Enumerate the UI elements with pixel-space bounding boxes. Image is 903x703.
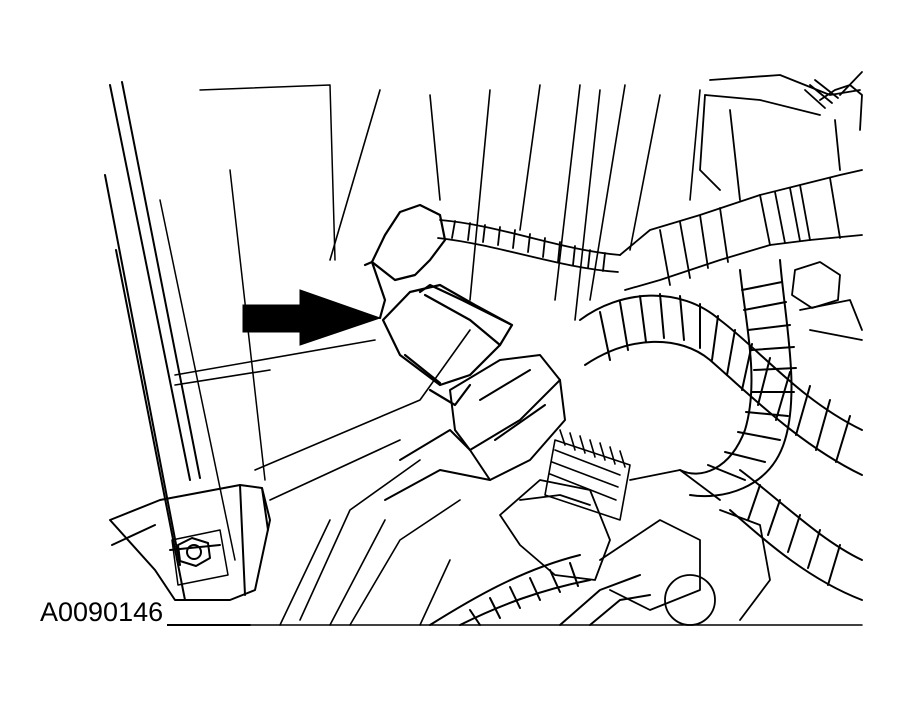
threaded-stud — [544, 429, 631, 521]
upper-right-housing — [699, 71, 863, 201]
corrugated-hoses — [429, 259, 863, 626]
hex-bolt — [171, 529, 229, 586]
figure-id-label: A0090146 — [40, 597, 168, 628]
arrow-icon — [242, 289, 382, 346]
wiring-harness-upper — [437, 169, 863, 291]
electrical-connector — [363, 203, 514, 407]
engine-body-panels — [174, 84, 701, 626]
sensor-body — [384, 354, 566, 501]
right-nut-assembly — [791, 261, 863, 341]
